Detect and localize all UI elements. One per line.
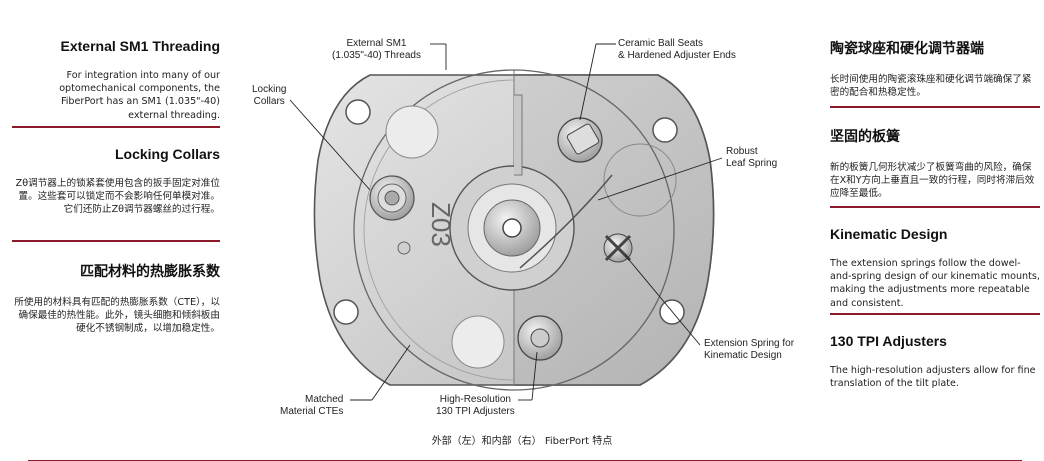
label-ceramic-ball-seats: Ceramic Ball Seats & Hardened Adjuster E… bbox=[618, 38, 736, 61]
label-high-res-adjusters: High-Resolution 130 TPI Adjusters bbox=[436, 394, 515, 417]
section-divider bbox=[12, 240, 220, 242]
feature-title-locking-collars: Locking Collars bbox=[114, 146, 220, 162]
label-extension-spring: Extension Spring for Kinematic Design bbox=[704, 338, 795, 361]
section-divider bbox=[830, 206, 1040, 208]
feature-title-kinematic-design: Kinematic Design bbox=[830, 226, 948, 242]
feature-text-leaf-spring: 新的板簧几何形状减少了板簧弯曲的风险，确保在X和Y方向上垂直且一致的行程，同时将… bbox=[830, 162, 1035, 200]
feature-title-matched-cte: 匹配材料的热膨胀系数 bbox=[80, 263, 220, 279]
label-sm1-threads: External SM1 (1.035"-40) Threads bbox=[332, 38, 421, 61]
label-matched-cte: Matched Material CTEs bbox=[280, 394, 344, 417]
tilt-plate bbox=[353, 69, 675, 391]
feature-text-matched-cte: 所使用的材料具有匹配的热膨胀系数（CTE），以确保最佳的热性能。此外，镜头细胞和… bbox=[14, 297, 220, 335]
label-locking-collars: Locking Collars bbox=[252, 84, 287, 107]
feature-text-locking-collars: Zθ调节器上的锁紧套使用包含的扳手固定对准位置。这些套可以锁定而不会影响任何单模… bbox=[15, 178, 220, 216]
label-leaf-spring: Robust Leaf Spring bbox=[726, 146, 778, 169]
locking-collar-icon bbox=[369, 175, 415, 221]
feature-text-sm1-threading: For integration into many of our optomec… bbox=[59, 70, 220, 121]
feature-text-130-tpi: The high-resolution adjusters allow for … bbox=[830, 365, 1036, 390]
mounting-hole-icon bbox=[333, 99, 685, 325]
feature-title-sm1-threading: External SM1 Threading bbox=[60, 38, 220, 54]
section-divider bbox=[830, 106, 1040, 108]
feature-text-ceramic-ball-seats: 长时间使用的陶瓷滚珠座和硬化调节端确保了紧密的配合和热稳定性。 bbox=[830, 74, 1032, 99]
figure-caption: 外部（左）和内部（右） FiberPort 特点 bbox=[431, 436, 613, 447]
feature-text-kinematic-design: The extension springs follow the dowel-a… bbox=[830, 258, 1040, 309]
section-divider bbox=[12, 126, 220, 128]
feature-title-leaf-spring: 坚固的板簧 bbox=[830, 128, 900, 144]
leaf-spring-icon bbox=[519, 174, 613, 269]
feature-title-ceramic-ball-seats: 陶瓷球座和硬化调节器端 bbox=[830, 40, 984, 56]
ceramic-ball-seat-icon bbox=[557, 117, 603, 163]
tpi-adjuster-icon bbox=[517, 315, 563, 361]
callout-lines bbox=[289, 43, 723, 401]
section-divider bbox=[830, 313, 1040, 315]
lens-cell-icon bbox=[449, 165, 575, 291]
feature-title-130-tpi: 130 TPI Adjusters bbox=[830, 333, 947, 349]
